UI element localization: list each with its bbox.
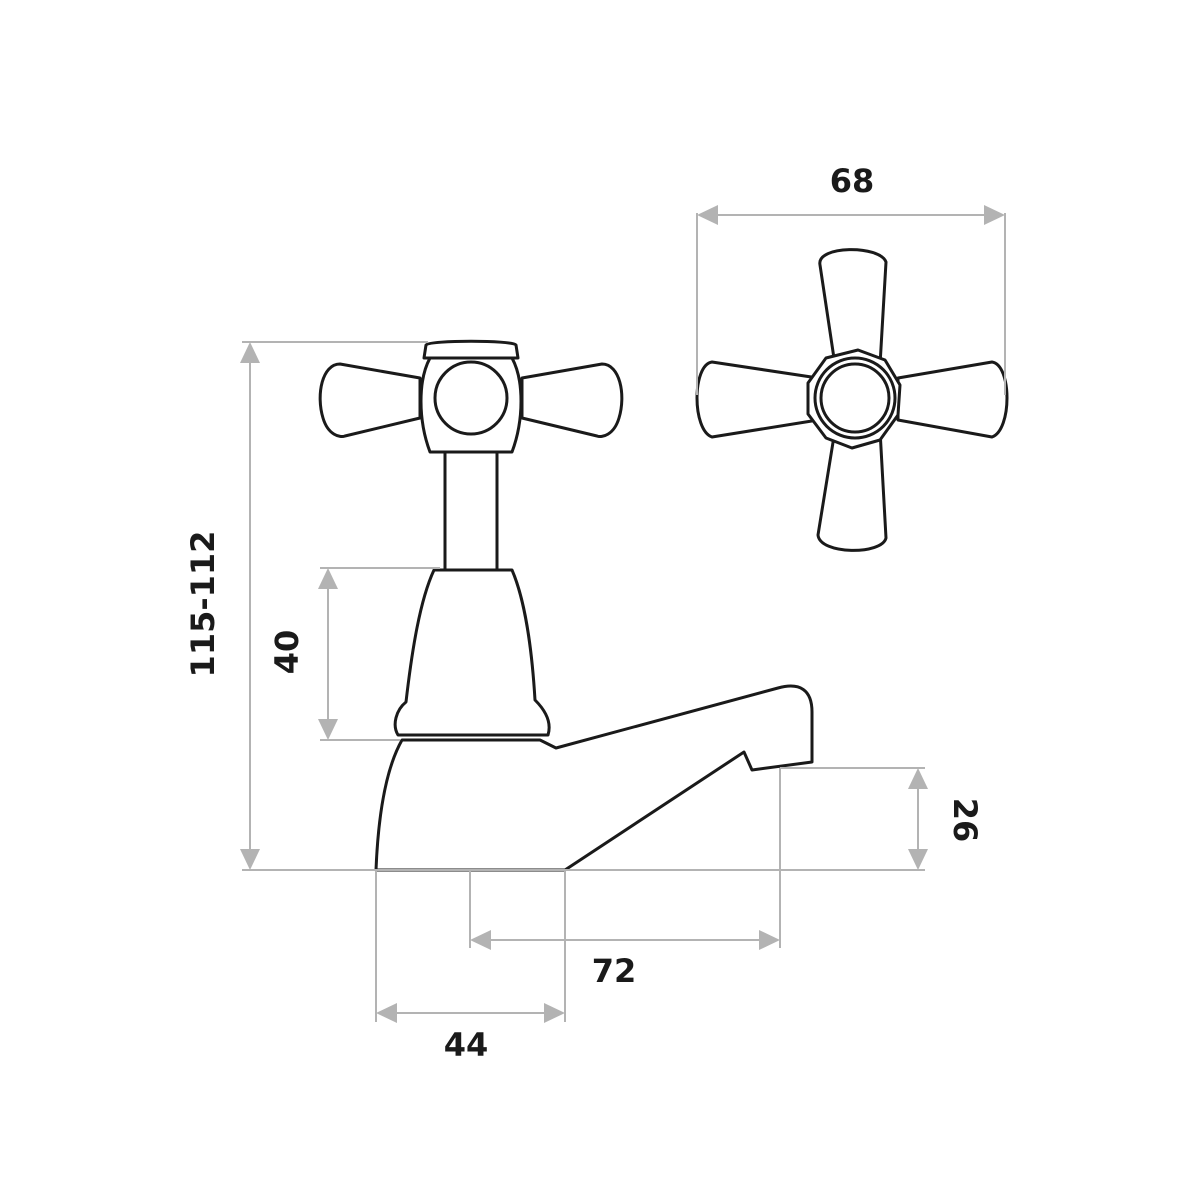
handle-cap	[422, 339, 520, 360]
dimension-label-68: 68	[830, 162, 875, 200]
dimension-label-115-112: 115-112	[184, 531, 222, 678]
handle-arm-left	[318, 362, 422, 438]
cross-arm-top	[818, 248, 888, 367]
handle-top-view	[695, 248, 1009, 552]
tap-shroud	[393, 568, 551, 737]
cross-arm-right	[896, 360, 1009, 439]
dimension-handle-width: 68	[696, 162, 1006, 395]
dimension-label-40: 40	[268, 630, 306, 675]
dimension-spout-projection: 72	[469, 768, 781, 990]
tap-side-view	[318, 339, 814, 872]
dimension-label-72: 72	[592, 952, 637, 990]
tap-base-body	[374, 684, 814, 872]
cross-arm-bottom	[816, 428, 888, 552]
tap-spindle	[443, 446, 499, 572]
dimension-body-height: 40	[268, 567, 440, 741]
dimension-label-26: 26	[946, 798, 984, 843]
hub-center	[819, 362, 891, 434]
indicator-disc	[433, 360, 509, 436]
handle-arm-right	[520, 362, 624, 438]
cross-arm-left	[695, 360, 820, 439]
dimension-label-44: 44	[444, 1026, 489, 1064]
dimension-spout-height: 26	[560, 767, 984, 871]
dimension-base-diameter: 44	[375, 870, 566, 1064]
